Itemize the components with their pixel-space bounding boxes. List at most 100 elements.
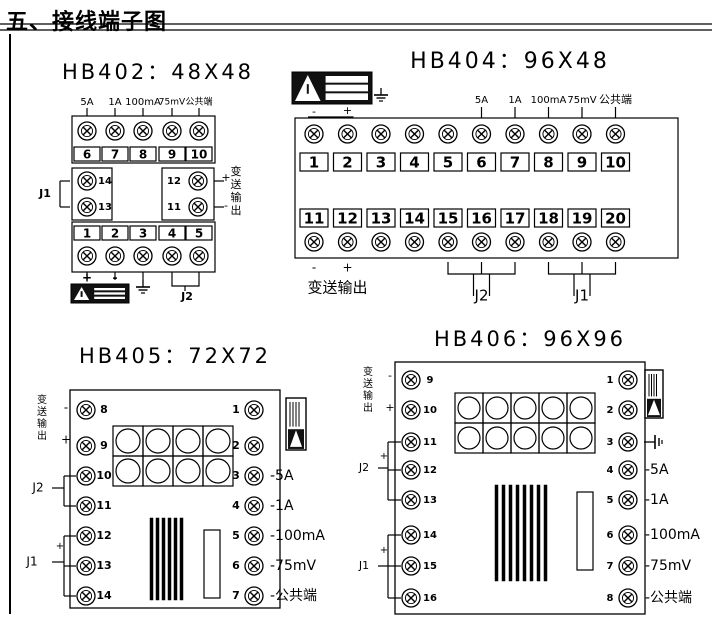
hb402-top-label: 5A [80,97,93,108]
terminal-number-box [299,208,329,228]
screw-inner [191,200,205,214]
hb404-bottom-number: 16 [471,210,492,228]
hb405-right-label: -75mV [270,558,317,574]
screw-slot [81,501,91,511]
screw-slot [309,129,319,139]
hb402-top-number: 6 [83,148,91,162]
screw-slot [510,237,520,247]
screw-slot [610,237,621,247]
screw-slot [81,441,91,451]
hb404-screw-icon [572,124,592,144]
hb406-vent-slot [529,484,534,582]
hb406-display-led [485,426,509,450]
hb406-j2-label: J2 [358,461,369,474]
hb402-mid-number: 13 [98,202,112,213]
hb406-side-window [576,491,594,571]
hb404-screw-icon [605,232,626,252]
hb402-mid-number: 12 [167,176,181,187]
screw-inner [621,403,635,417]
hb402-j2-label: J2 [180,290,193,303]
hb404-j1-label: J1 [574,287,589,305]
screw-slot [623,405,633,415]
screw-inner [307,127,321,141]
screw-slot [194,251,204,261]
screw-inner [307,235,321,249]
hb406-screw-icon [618,460,638,480]
screw-slot [82,176,92,186]
screw-slot [249,531,259,541]
hb405-left-number: 13 [96,559,111,572]
warning-text-block [94,296,125,299]
hb404-screw-icon [471,232,492,252]
screw-slot [406,530,416,540]
hb406-right-number: 4 [607,465,614,476]
hb406-left-number: 12 [423,465,437,476]
screw-inner [247,469,261,483]
screw-inner [609,235,622,249]
screw-inner [79,529,93,543]
hb406-output-vertical-label-char: 送 [363,377,373,390]
hb402-screw-icon [133,246,153,266]
hb406-left-number: 13 [423,495,437,506]
hb404-top-label: 1A [508,95,521,106]
ground-icon [644,435,663,449]
hb402-screw-icon [188,171,208,191]
hb405-screw-icon [244,436,264,456]
hb402-output-vertical-label-char: 变 [231,164,242,178]
terminal-number-box [129,146,157,162]
hb404-top-number: 8 [543,154,553,172]
hb405-right-number: 3 [232,469,240,482]
hb406-vent-slot [522,484,527,582]
hb402-top-label: 75mV [159,98,186,108]
hb404-top-number: 4 [409,154,419,172]
screw-slot [82,202,92,212]
hb404-screw-icon [337,124,358,144]
hb406-screw-icon [401,460,421,480]
screw-inner [542,127,555,141]
hb405-left-number: 9 [100,439,108,452]
warning-label-icon [70,283,130,304]
hb405-screw-icon [76,400,96,420]
warning-label-icon [644,369,664,419]
screw-inner [79,439,93,453]
hb402-top-label: 公共端 [185,96,212,108]
screw-inner [408,235,421,249]
hb402-bottom-number: 5 [195,227,203,241]
hb405-screw-icon [244,466,264,486]
hb402-output-vertical-label-char: 出 [231,203,242,217]
screw-slot [406,405,416,415]
hb405-display-led [115,458,141,484]
terminal-number-box [600,152,631,172]
hb405-minus: - [64,401,68,415]
hb404-screw-icon [304,232,324,252]
screw-inner [404,435,418,449]
screw-slot [249,591,259,601]
warning-label-icon [285,397,307,451]
hb406-vent-slot [536,484,541,582]
screw-slot [167,126,177,136]
hb404-j2-label: J2 [474,287,489,305]
screw-inner [247,589,261,603]
hb406-screw-icon [618,370,638,390]
screw-slot [476,237,487,247]
hb402-screw-icon [189,246,209,266]
hb402-screw-icon [77,121,97,141]
page-title: 五、接线端子图 [6,10,168,35]
hb404-plus: + [342,261,352,275]
hb402-top-number: 10 [191,148,208,162]
hb402-screw-icon [105,246,125,266]
screw-slot [249,405,259,415]
hb406-display-cell [566,422,596,454]
screw-slot [623,465,633,475]
screw-inner [79,403,93,417]
hb405-left-number: 8 [100,403,108,416]
hb405-output-vertical-label-char: 输 [37,417,47,430]
hb405-output-vertical-label-char: 出 [37,429,47,442]
screw-slot [623,561,633,571]
terminal-number-box [366,152,396,172]
screw-slot [406,465,416,475]
hb405-display-led [175,428,201,454]
screw-slot [342,129,353,139]
hb404-bottom-number: 20 [605,210,626,228]
screw-inner [80,200,94,214]
